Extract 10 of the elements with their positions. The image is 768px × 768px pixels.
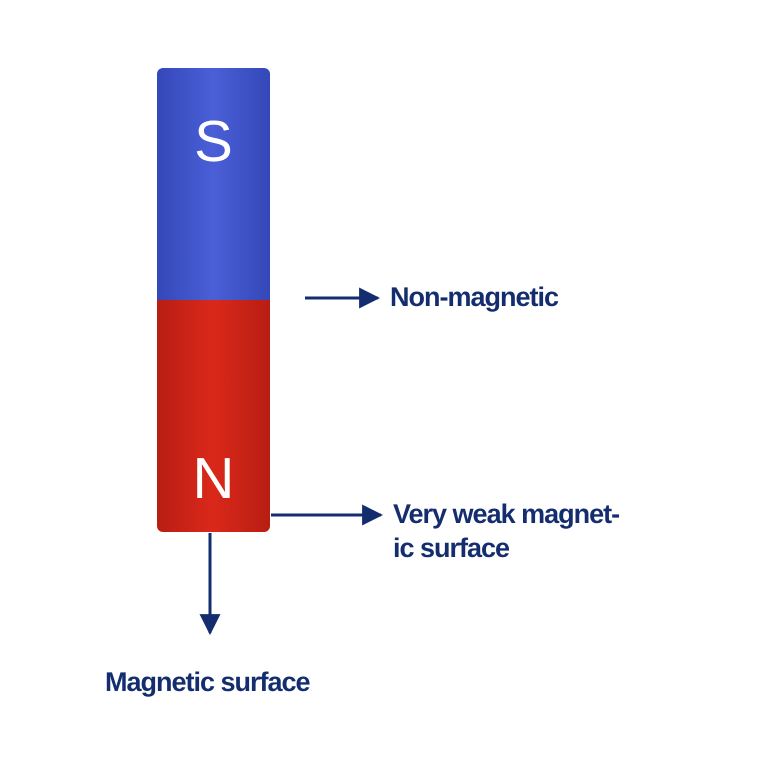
pole-letter: S	[194, 108, 233, 175]
arrow	[305, 288, 380, 308]
callout-text: Non-magnetic	[390, 282, 558, 312]
north-pole	[157, 300, 270, 532]
callout-text: Magnetic surface	[105, 667, 310, 697]
south-pole	[157, 68, 270, 300]
arrow	[200, 533, 220, 636]
pole-letter: N	[192, 445, 234, 512]
arrow	[271, 504, 384, 526]
callout-text: Very weak magnet- ic surface	[393, 498, 620, 565]
